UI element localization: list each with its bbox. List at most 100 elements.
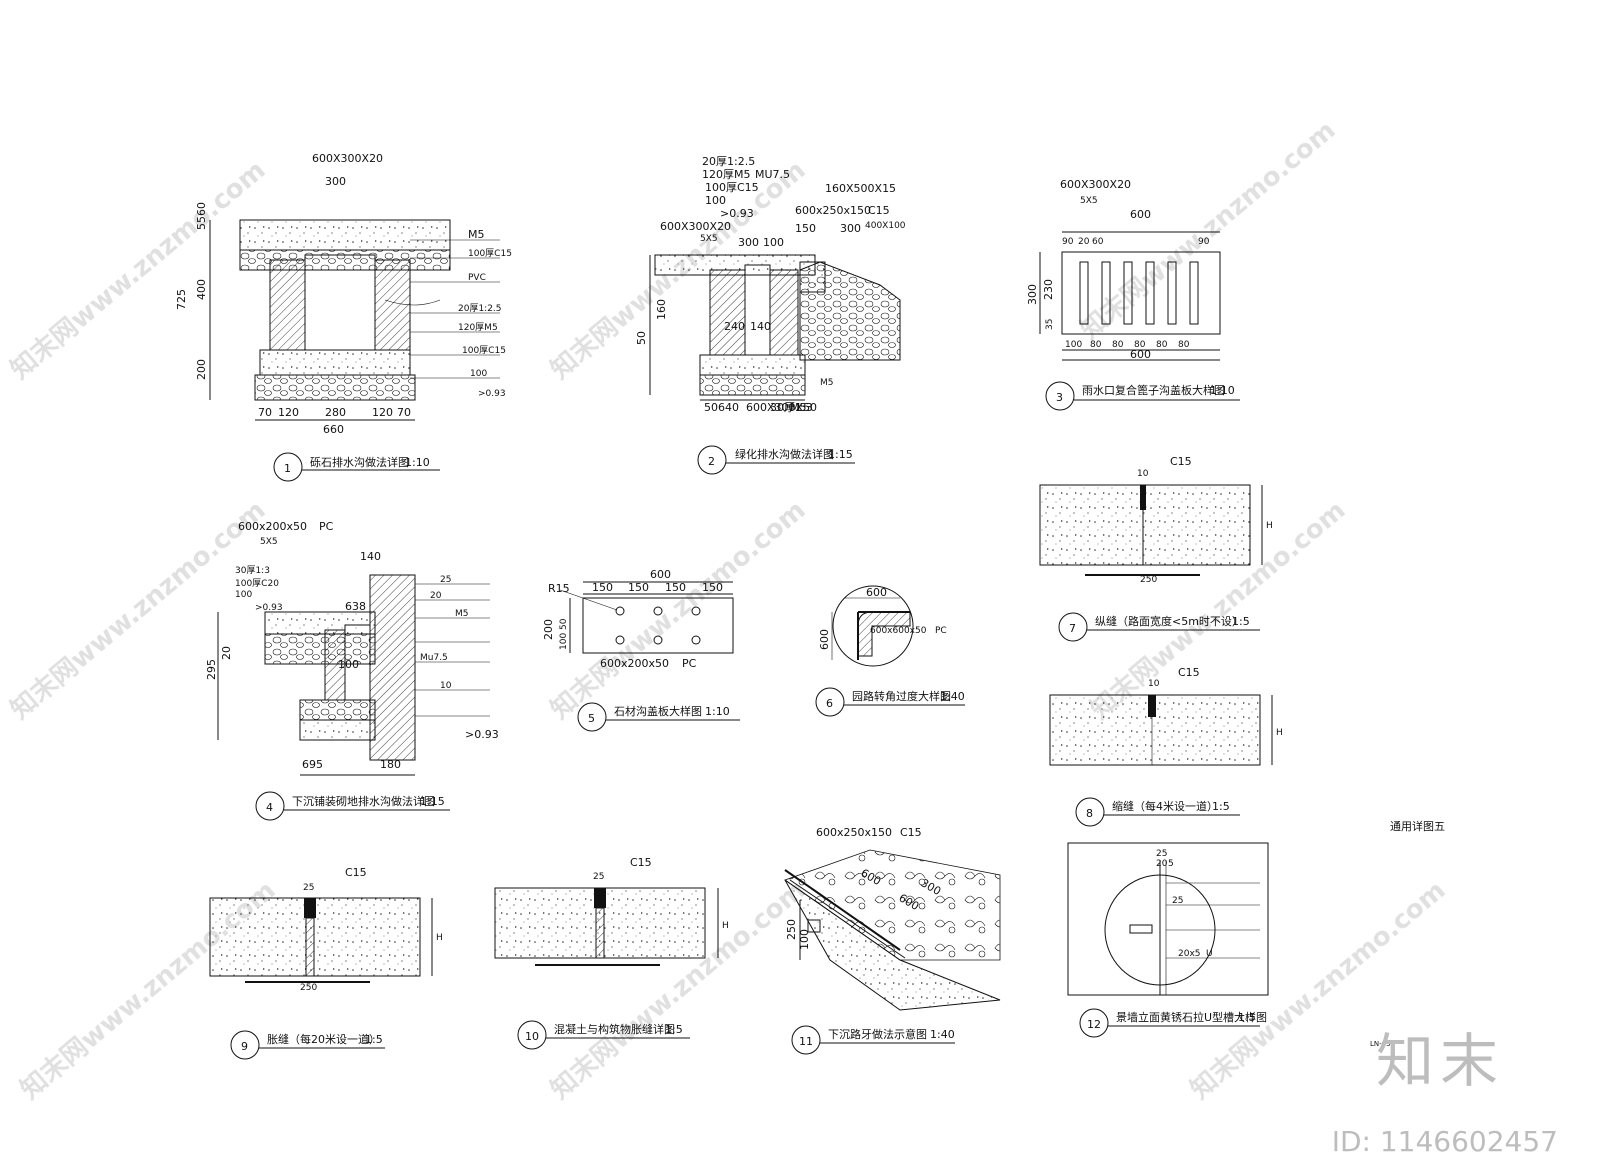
detail-number: 12: [1087, 1018, 1101, 1031]
dim-text: 600X300X20: [312, 152, 383, 165]
dim-text: 50: [704, 401, 718, 414]
dim-text: 70: [258, 406, 272, 419]
note-text: 100: [470, 369, 487, 379]
watermark-text: 知末网www.znzmo.com: [1075, 115, 1341, 345]
detail-9: 25 C15 250 H 9 胀缝（每20米设一道） 1:5: [209, 866, 443, 1060]
watermark-text: 知末网www.znzmo.com: [5, 495, 271, 725]
detail-title: 胀缝（每20米设一道）: [267, 1032, 380, 1046]
dim-text: 250: [785, 919, 798, 940]
dim-text: 200: [542, 619, 555, 640]
dim-text: 150: [795, 222, 816, 235]
note-text: 160X500X15: [825, 182, 896, 195]
detail-scale: 1:5: [665, 1023, 683, 1036]
note-text: 600x250x150: [795, 204, 871, 217]
note-text: >0.93: [255, 603, 283, 613]
dim-text: 80: [1112, 340, 1124, 350]
note-text: M5: [468, 228, 485, 241]
dim-text: 90: [1198, 237, 1210, 247]
detail-1: 725 400 200 5560 600X300X20 300 70 120 2…: [175, 152, 512, 482]
detail-scale: 1:15: [420, 795, 445, 808]
note-text: PC: [682, 657, 697, 670]
note-text: 25: [440, 575, 451, 585]
detail-8: 10 C15 H 8 缩缝（每4米设一道） 1:5: [1049, 666, 1283, 827]
dim-text: 25: [1156, 849, 1167, 859]
note-text: 100: [705, 194, 726, 207]
detail-4: 600x200x50 PC 5X5 30厚1:3 100厚C20 100 >0.…: [205, 520, 499, 821]
detail-number: 8: [1086, 807, 1093, 820]
detail-title: 纵缝（路面宽度<5m时不设）: [1095, 614, 1243, 628]
dim-text: 160: [655, 299, 668, 320]
detail-title: 绿化排水沟做法详图: [735, 447, 834, 461]
note-text: C15: [900, 826, 922, 839]
detail-scale: 1:15: [828, 448, 853, 461]
detail-title: 下沉路牙做法示意图: [828, 1027, 927, 1041]
dim-text: 300: [1026, 284, 1039, 305]
dim-text: 150: [592, 581, 613, 594]
dim-text: M5: [790, 401, 807, 414]
dim-text: 100: [338, 658, 359, 671]
note-text: C15: [1178, 666, 1200, 679]
dim-text: 10: [1137, 469, 1149, 479]
dim-text: 250: [1140, 575, 1157, 585]
dim-text: 600: [1130, 348, 1151, 361]
detail-title: 砾石排水沟做法详图: [310, 455, 409, 469]
detail-title: 园路转角过度大样图: [852, 689, 951, 703]
dim-text: 5: [1168, 859, 1174, 869]
detail-number: 9: [241, 1040, 248, 1053]
detail-number: 11: [799, 1035, 813, 1048]
note-text: 600x250x150: [816, 826, 892, 839]
detail-number: 1: [284, 462, 291, 475]
detail-number: 3: [1056, 391, 1063, 404]
detail-10: 25 C15 H 10 混凝土与构筑物胀缝详图 1:5: [494, 856, 729, 1050]
dim-text: 50: [635, 331, 648, 345]
dim-text: 150: [665, 581, 686, 594]
watermark-text: 知末网www.znzmo.com: [5, 155, 271, 385]
dim-text: 80: [1134, 340, 1146, 350]
dim-text: 640: [718, 401, 739, 414]
hole-group: [615, 606, 701, 645]
dim-text: 20: [1156, 859, 1168, 869]
dim-text: 100: [559, 633, 569, 650]
dim-text: 300: [840, 222, 861, 235]
note-text: 20x5: [1178, 949, 1201, 959]
dim-text: 80: [1090, 340, 1102, 350]
dim-text: 20: [1078, 237, 1090, 247]
dim-text: 240: [724, 320, 745, 333]
note-text: M5: [455, 609, 469, 619]
leader-notes: M5 100厚C15 PVC 20厚1:2.5 120厚M5 100厚C15 1…: [410, 228, 512, 399]
dim-text: 30厚1:3: [770, 401, 813, 414]
dim-text: 120: [372, 406, 393, 419]
note-text: M5: [820, 378, 834, 388]
note-text: 100厚C20: [235, 578, 279, 589]
note-text: 600x600x50: [870, 626, 927, 636]
dim-text: 600: [1130, 208, 1151, 221]
dim-text: 150: [628, 581, 649, 594]
dim-text: 25: [593, 872, 604, 882]
note-text: >0.93: [720, 207, 754, 220]
note-text: PVC: [468, 273, 486, 283]
detail-scale: 1:5: [1212, 800, 1230, 813]
dim-text: 25: [303, 883, 314, 893]
dim-text: R15: [548, 582, 570, 595]
detail-scale: 1:40: [930, 1028, 955, 1041]
dim-text: 600: [866, 586, 887, 599]
detail-6: 600 600 600x600x50 PC 6 园路转角过度大样图 1:40: [815, 585, 965, 717]
watermark-logo: 知末: [1375, 1027, 1504, 1095]
note-text: 30厚1:3: [235, 565, 270, 576]
note-text: 400X100: [865, 221, 906, 231]
watermark-id: ID: 1146602457: [1331, 1125, 1558, 1158]
detail-title: 下沉铺装砌地排水沟做法详图: [292, 794, 435, 808]
dim-text: 200: [195, 359, 208, 380]
note-text: Mu7.5: [420, 653, 448, 663]
dim-text: 60: [1092, 237, 1104, 247]
dim-text: 300: [738, 236, 759, 249]
dim-text: 660: [323, 423, 344, 436]
dim-text: 295: [205, 659, 218, 680]
note-text: 25: [1172, 896, 1183, 906]
watermark-text: 知末网www.znzmo.com: [545, 495, 811, 725]
detail-scale: 1:5: [1232, 615, 1250, 628]
dim-text: 140: [360, 550, 381, 563]
dim-text: H: [1266, 521, 1273, 531]
dim-text: 230: [1042, 279, 1055, 300]
dim-text: 90: [1062, 237, 1074, 247]
